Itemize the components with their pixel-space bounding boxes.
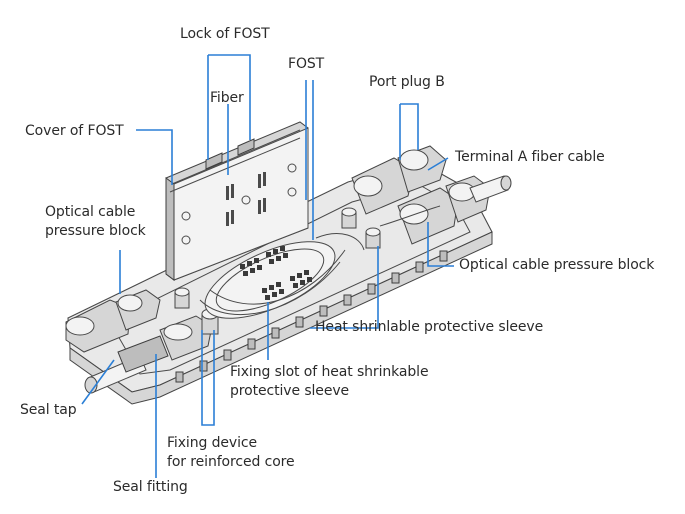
fiber-tray: [199, 233, 365, 319]
fost-cover-edge: [169, 129, 301, 193]
label-terminal-a-fiber-cable: Terminal A fiber cable: [455, 149, 605, 165]
label-seal-fitting: Seal fitting: [113, 479, 188, 495]
label-fixing-device: Fixing device for reinforced core: [167, 435, 295, 470]
label-seal-tap: Seal tap: [20, 402, 77, 418]
right-cable-assembly: [351, 145, 512, 245]
fost-lock: [205, 138, 255, 170]
label-lock-of-fost: Lock of FOST: [180, 26, 270, 42]
label-heat-shrinkable-protective-sleeve: Heat shrinlable protective sleeve: [315, 319, 544, 335]
fost-cassette: [165, 121, 309, 281]
sleeve-fixing-slots: [240, 246, 312, 300]
leader-lines: [81, 54, 454, 478]
label-port-plug-b: Port plug B: [369, 74, 445, 90]
base-ribs: [175, 250, 448, 383]
label-optical-cable-pressure-block-right: Optical cable pressure block: [459, 257, 655, 273]
left-cable-assembly: [65, 289, 213, 394]
label-optical-cable-pressure-block-left: Optical cable pressure block: [45, 204, 146, 239]
label-fiber: Fiber: [210, 90, 244, 106]
label-cover-of-fost: Cover of FOST: [25, 123, 124, 139]
label-fixing-slot: Fixing slot of heat shrinkable protectiv…: [230, 364, 429, 399]
label-fost: FOST: [288, 56, 325, 72]
